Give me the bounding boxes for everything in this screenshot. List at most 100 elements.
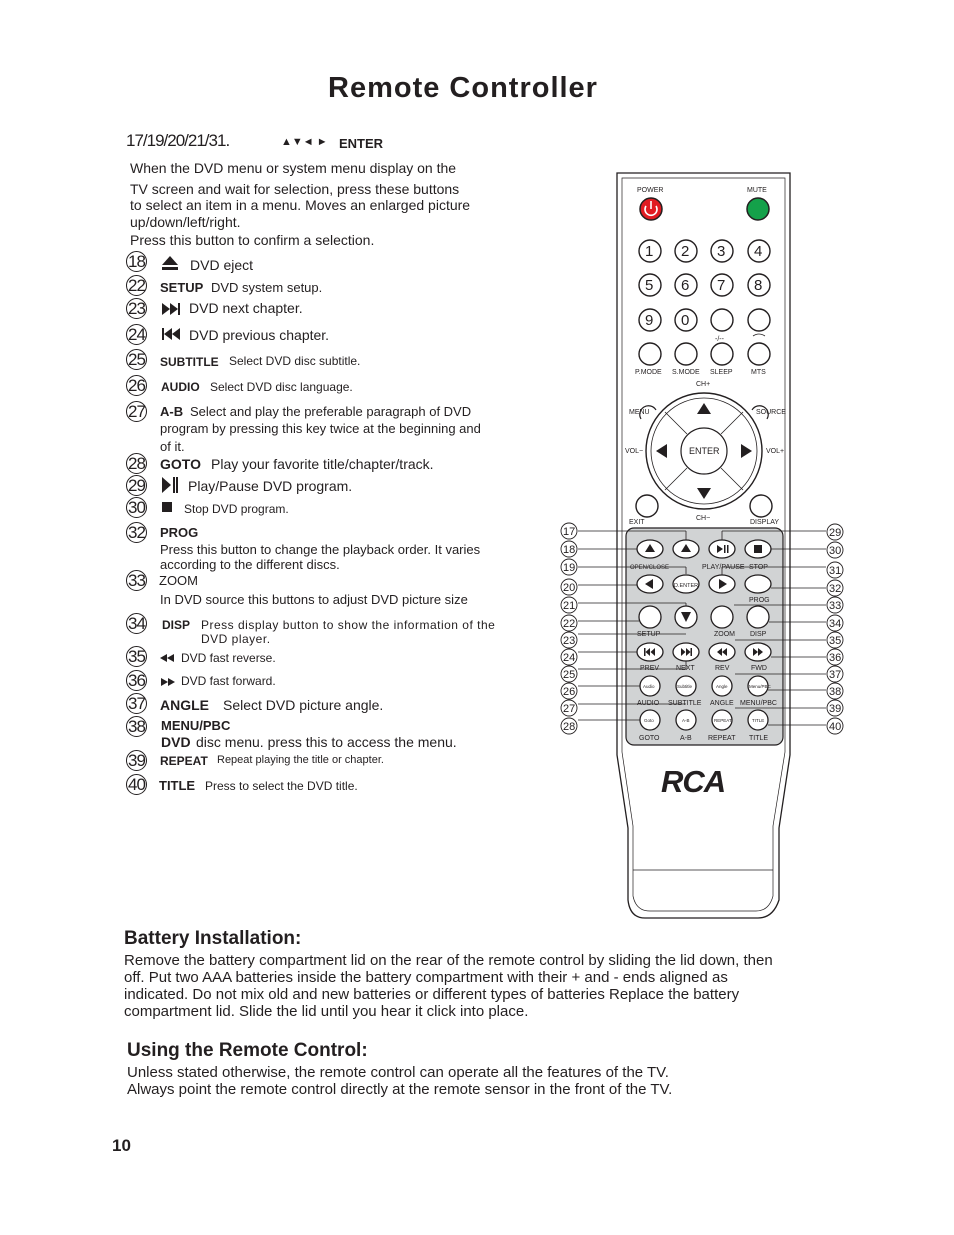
item-text: Repeat playing the title or chapter. <box>217 754 384 766</box>
remote-control-illustration: POWER MUTE 1 2 3 4 5 6 7 8 9 0 -/-- P.MO… <box>560 172 844 919</box>
intro-line: to select an item in a menu. Moves an en… <box>130 197 471 213</box>
disp-button[interactable] <box>746 605 770 629</box>
item-text: Select DVD picture angle. <box>223 697 384 713</box>
callout-number: 22 <box>563 618 575 630</box>
intro-line: When the DVD menu or system menu display… <box>130 160 457 176</box>
item-text: In DVD source this buttons to adjust DVD… <box>160 592 468 607</box>
left-arrow-icon <box>656 444 667 458</box>
title-button[interactable] <box>747 709 769 731</box>
fast-reverse-icon <box>160 654 174 662</box>
callout-number: 34 <box>829 618 841 630</box>
digit-4-button[interactable] <box>747 239 771 263</box>
setup-label: SETUP <box>160 280 204 295</box>
item-text: program by pressing this key twice at th… <box>160 421 481 436</box>
callout-number: 27 <box>563 703 575 715</box>
menupbc-button[interactable] <box>747 675 769 697</box>
page-number: 10 <box>112 1136 131 1155</box>
prog-button[interactable] <box>744 574 772 594</box>
item-text: DVD system setup. <box>211 280 323 295</box>
sleep-button[interactable] <box>710 342 734 366</box>
digit-0-button[interactable] <box>674 308 698 332</box>
digit-7-button[interactable] <box>710 273 734 297</box>
angle-label: ANGLE <box>710 700 734 707</box>
subtitle-button[interactable] <box>675 675 697 697</box>
source-button[interactable] <box>751 405 769 420</box>
exit-button[interactable] <box>635 494 659 518</box>
digit-9-button[interactable] <box>638 308 662 332</box>
angle-button[interactable] <box>711 675 733 697</box>
next-icon <box>681 648 686 656</box>
intro-line: Press this button to confirm a selection… <box>130 232 375 248</box>
digit-label: 1 <box>645 243 653 260</box>
enter-button[interactable] <box>680 427 728 475</box>
mute-button[interactable] <box>746 197 770 221</box>
display-label: DISPLAY <box>750 519 779 526</box>
dash-button[interactable] <box>710 308 734 332</box>
callout-number: 17 <box>563 526 575 538</box>
menu-button[interactable] <box>639 405 657 420</box>
sleep-label: SLEEP <box>710 369 733 376</box>
previous-chapter-icon <box>162 328 180 340</box>
ab-button[interactable] <box>675 709 697 731</box>
d-enter-button[interactable] <box>672 574 700 594</box>
digit-6-button[interactable] <box>674 273 698 297</box>
digit-1-button[interactable] <box>638 239 662 263</box>
item-text: Press to select the DVD title. <box>205 779 358 793</box>
item-number: 28 <box>126 453 147 474</box>
repeat-button[interactable] <box>711 709 733 731</box>
title-button-label: TITLE <box>752 718 764 723</box>
using-line: Unless stated otherwise, the remote cont… <box>127 1064 669 1081</box>
item-number: 24 <box>126 324 147 345</box>
item-number: 38 <box>126 716 147 737</box>
play-pause-icon <box>162 477 178 493</box>
rev-label: REV <box>715 665 730 672</box>
fwd-icon <box>753 648 758 656</box>
digit-label: 0 <box>681 312 689 329</box>
mts-label: MTS <box>751 369 766 376</box>
audio-button-label: Audio <box>643 684 655 689</box>
digit-8-button[interactable] <box>747 273 771 297</box>
item-number: 25 <box>126 349 147 370</box>
goto-button-label: Goto <box>644 718 654 723</box>
item-text: Stop DVD program. <box>184 502 289 516</box>
digit-3-button[interactable] <box>710 239 734 263</box>
title-label: TITLE <box>749 735 768 742</box>
item-text: of it. <box>160 439 185 454</box>
digit-2-button[interactable] <box>674 239 698 263</box>
zoom-button[interactable] <box>710 605 734 629</box>
recall-button[interactable] <box>747 308 771 332</box>
item-number: 33 <box>126 570 147 591</box>
callout-number: 23 <box>563 635 575 647</box>
callout-number: 38 <box>829 686 841 698</box>
item-number: 37 <box>126 693 147 714</box>
smode-button[interactable] <box>674 342 698 366</box>
item-number: 18 <box>126 251 147 272</box>
setup-button[interactable] <box>638 605 662 629</box>
callout-number: 35 <box>829 635 841 647</box>
display-button[interactable] <box>749 494 773 518</box>
fwd-label: FWD <box>751 665 767 672</box>
pmode-button[interactable] <box>638 342 662 366</box>
stop-label: STOP <box>749 564 768 571</box>
item-text: Play your favorite title/chapter/track. <box>211 456 434 472</box>
stop-icon <box>162 502 172 512</box>
play-pause-icon <box>717 545 723 553</box>
item-number: 36 <box>126 670 147 691</box>
callout-number: 36 <box>829 652 841 664</box>
using-line: Always point the remote control directly… <box>127 1081 673 1098</box>
left-arrow-icon <box>645 579 653 589</box>
right-arrow-icon <box>719 579 727 589</box>
item-text: Play/Pause DVD program. <box>188 478 353 494</box>
volminus-label: VOL− <box>625 448 643 455</box>
dash-label: -/-- <box>715 336 725 343</box>
callout-number: 40 <box>829 721 841 733</box>
item-text: DVD fast reverse. <box>181 651 276 665</box>
eject-icon <box>645 544 655 552</box>
up-arrow-icon <box>681 544 691 552</box>
digit-5-button[interactable] <box>638 273 662 297</box>
zoom-label: ZOOM <box>159 573 198 588</box>
down-arrow-icon <box>697 488 711 499</box>
digit-label: 7 <box>717 277 725 294</box>
mts-button[interactable] <box>747 342 771 366</box>
exit-label: EXIT <box>629 519 645 526</box>
